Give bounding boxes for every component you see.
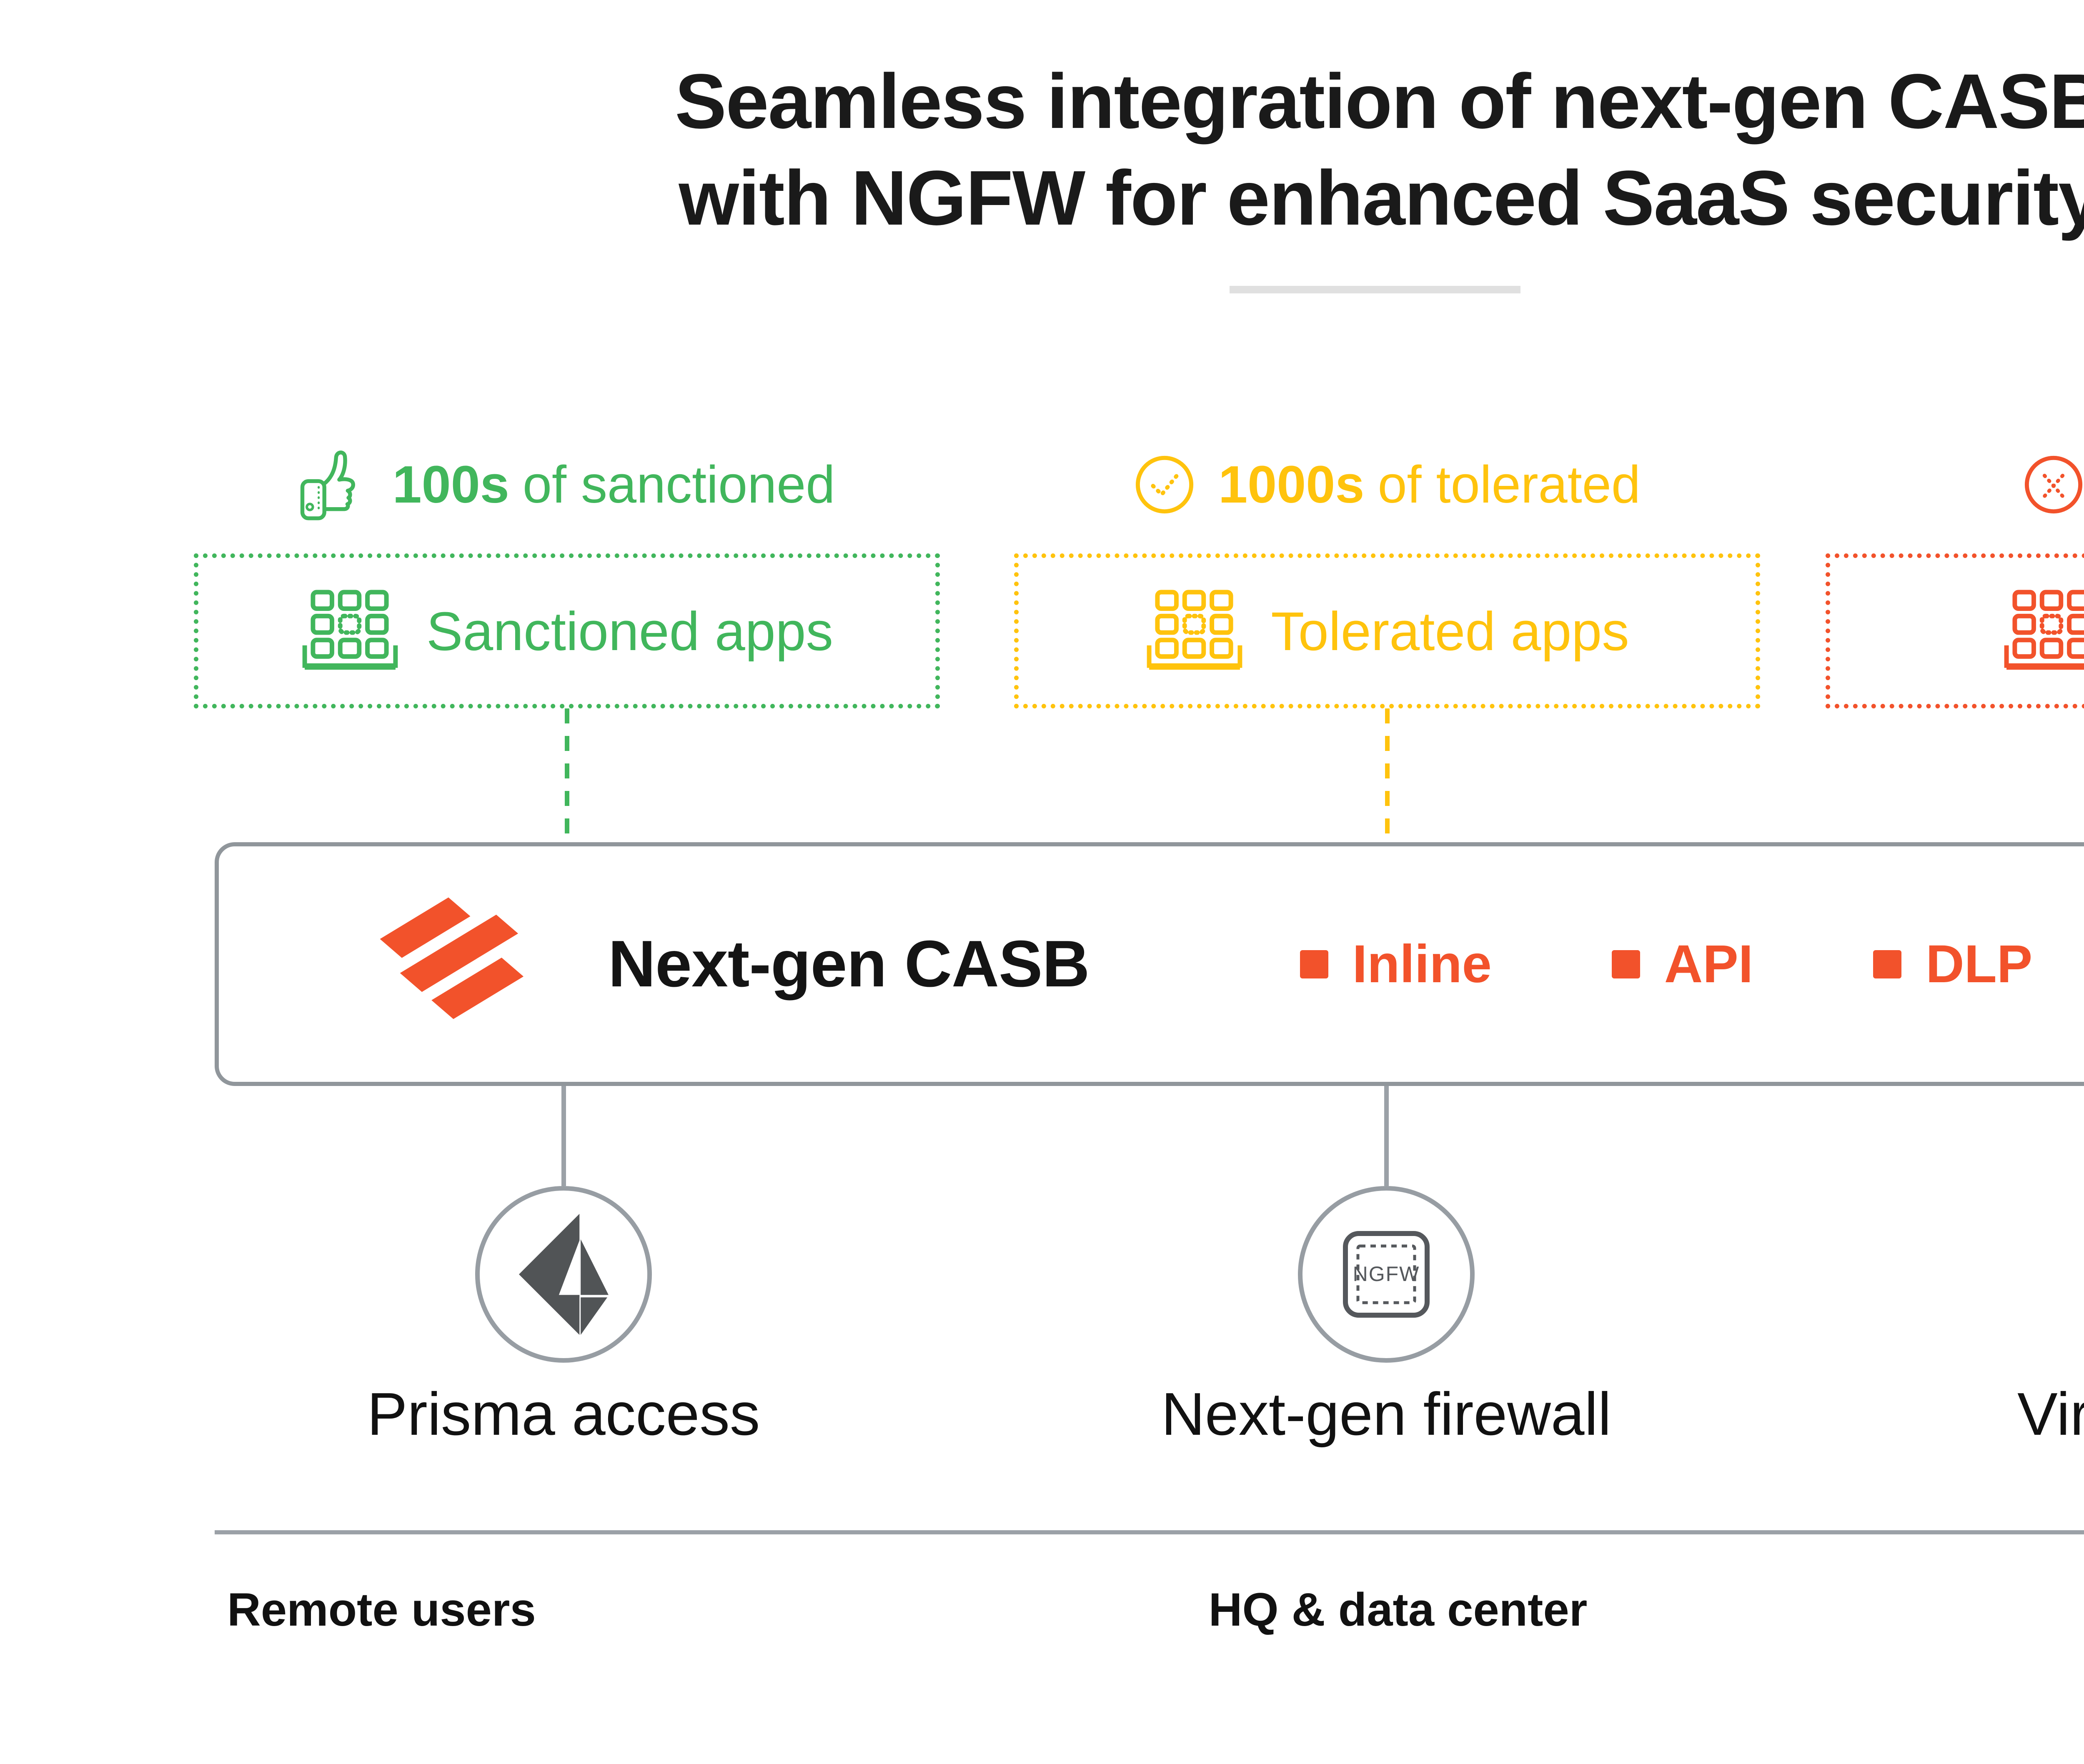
sanctioned-connector-dashed [564, 708, 569, 841]
ngfw-label: Next-gen firewall [1161, 1380, 1611, 1448]
risky-badge: 10sof risky [2023, 440, 2084, 529]
sanctioned-count: 100s [392, 455, 509, 514]
casb-title: Next-gen CASB [608, 927, 1090, 1001]
prisma-logo-icon [518, 1214, 609, 1335]
sanctioned-apps-label: Sanctioned apps [426, 600, 833, 662]
feature-inline-label: Inline [1352, 934, 1492, 994]
location-hq-data-center: HQ & data center [1208, 1584, 1588, 1636]
feature-dlp-label: DLP [1926, 934, 2033, 994]
ngfw-node: NGFW Next-gen firewall [1032, 1086, 1741, 1449]
apps-grid-icon [302, 590, 398, 670]
apps-grid-icon [2004, 590, 2084, 670]
virtual-firewall-node: VM- Series Virtual firewall [1851, 1086, 2084, 1449]
tolerated-count-suffix: of tolerated [1378, 455, 1641, 514]
tolerated-apps-label: Tolerated apps [1271, 600, 1629, 662]
apps-grid-icon [1147, 590, 1242, 670]
square-bullet-icon [1611, 950, 1640, 978]
tolerated-apps-box: Tolerated apps [1014, 553, 1760, 708]
feature-api-label: API [1664, 934, 1753, 994]
location-branch-offices: Branch offices [1788, 1583, 2084, 1636]
feature-inline: Inline [1300, 933, 1492, 995]
connector-line [1384, 1086, 1389, 1186]
risky-apps-box: Risky apps [1826, 553, 2084, 708]
ngfw-chip-text: NGFW [1353, 1262, 1420, 1286]
tolerated-count: 1000s [1218, 455, 1365, 514]
prisma-access-circle [475, 1186, 652, 1363]
connector-line [561, 1086, 566, 1186]
check-circle-icon [1136, 455, 1194, 513]
feature-api: API [1611, 933, 1753, 995]
page-title-line2: with NGFW for enhanced SaaS security [679, 155, 2084, 241]
x-circle-icon [2024, 455, 2082, 513]
square-bullet-icon [1300, 950, 1328, 978]
tolerated-connector-dashed [1385, 708, 1390, 841]
ngfw-circle: NGFW [1298, 1186, 1475, 1363]
prisma-access-node: Prisma access [209, 1086, 918, 1449]
ngfw-chip-icon: NGFW [1343, 1231, 1430, 1318]
square-bullet-icon [1873, 950, 1902, 978]
risky-category: 10sof risky Risky apps [1826, 440, 2084, 841]
page-title-line1: Seamless integration of next-gen CASB [675, 58, 2084, 145]
thumbs-up-icon [300, 450, 355, 520]
casb-logo-icon [380, 897, 524, 1019]
sanctioned-apps-box: Sanctioned apps [194, 553, 940, 708]
sanctioned-count-suffix: of sanctioned [522, 455, 835, 514]
page-title: Seamless integration of next-gen CASB wi… [0, 53, 2084, 247]
locations-row: Remote users HQ & data center Branch off… [215, 1583, 2084, 1636]
title-divider [1230, 286, 1520, 293]
casb-feature-list: Inline API DLP [1300, 933, 2032, 995]
casb-bar: Next-gen CASB Inline API DLP [215, 842, 2084, 1086]
prisma-access-label: Prisma access [367, 1380, 760, 1448]
virtual-firewall-label: Virtual firewall [2017, 1380, 2084, 1448]
location-remote-users: Remote users [227, 1584, 536, 1636]
feature-dlp: DLP [1873, 933, 2032, 995]
bottom-divider-line [215, 1530, 2084, 1534]
